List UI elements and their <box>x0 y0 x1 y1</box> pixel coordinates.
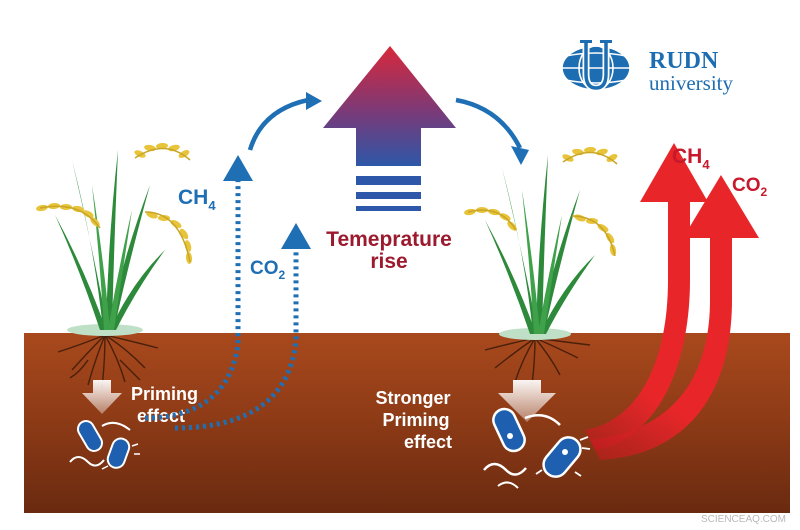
emission-flows-left <box>144 180 299 431</box>
microbe-icon <box>69 420 140 470</box>
logo-text-line1: RUDN <box>649 48 719 74</box>
curved-arrow-left <box>247 97 309 151</box>
priming-label-line1: Priming <box>131 384 198 404</box>
microbe-icon <box>483 407 591 489</box>
arrow-up-icon <box>640 143 708 202</box>
arrow-up-icon <box>683 175 759 238</box>
arrow-up-icon <box>223 155 253 181</box>
temperature-arrow-icon <box>323 46 456 211</box>
arrow-down-icon <box>498 380 556 422</box>
rice-plant-icon <box>36 142 193 389</box>
stronger-priming-line3: effect <box>404 432 452 452</box>
logo-text-line2: university <box>649 71 733 95</box>
arrow-head-icon <box>306 92 322 110</box>
emission-flows-right <box>585 143 759 460</box>
co2-label-right: CO2 <box>732 175 768 199</box>
co2-label-left: CO2 <box>250 258 286 282</box>
ch4-label-left: CH4 <box>178 186 216 213</box>
rudn-globe-logo-icon <box>561 40 631 92</box>
temperature-label-line2: rise <box>370 250 407 273</box>
rice-plant-icon <box>464 146 618 386</box>
stronger-priming-line2: Priming <box>382 410 449 430</box>
curved-arrow-right <box>455 97 523 150</box>
ch4-label-right: CH4 <box>672 145 710 172</box>
stronger-priming-line1: Stronger <box>375 388 450 408</box>
temperature-label-line1: Temeprature <box>326 228 452 251</box>
arrow-up-icon <box>281 223 311 249</box>
arrow-down-icon <box>82 380 122 414</box>
arrow-head-icon <box>511 146 529 165</box>
watermark: SCIENCEAQ.COM <box>701 514 786 525</box>
